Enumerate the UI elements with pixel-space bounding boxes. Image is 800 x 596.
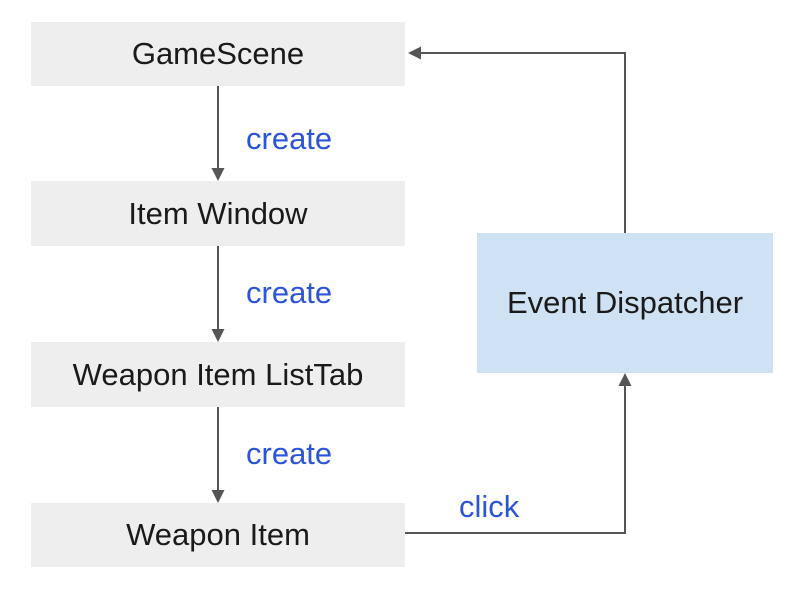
node-weapon-item: Weapon Item [31,503,405,567]
node-event-dispatcher: Event Dispatcher [477,233,773,373]
node-gamescene: GameScene [31,22,405,86]
arrow-create-2 [211,246,225,342]
edge-label-click: click [459,489,520,524]
node-weapon-item-list-tab: Weapon Item ListTab [31,342,405,407]
node-item-window-label: Item Window [128,195,308,231]
node-gamescene-label: GameScene [131,36,305,71]
arrow-create-3 [211,407,225,503]
node-weapon-item-label: Weapon Item [126,517,310,552]
edge-label-create-1: create [246,121,333,156]
arrow-create-1 [211,86,225,181]
node-item-window: Item Window [31,181,405,246]
edge-label-create-3: create [246,436,333,471]
arrow-click [405,373,632,534]
arrow-dispatch-to-gamescene [408,46,626,233]
node-event-dispatcher-label: Event Dispatcher [506,285,744,320]
edge-label-create-2: create [246,275,333,310]
node-weapon-item-list-tab-label: Weapon Item ListTab [72,356,364,392]
